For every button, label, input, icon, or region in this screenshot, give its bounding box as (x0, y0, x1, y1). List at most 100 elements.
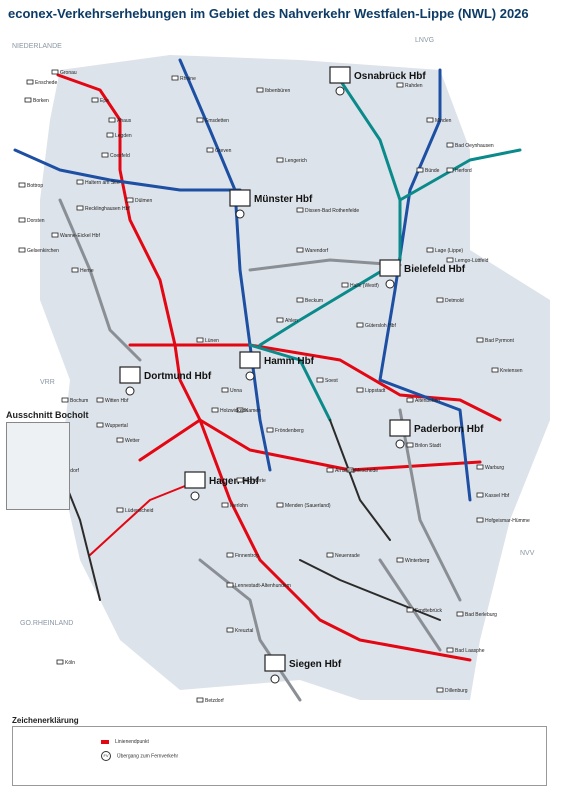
station-label: Köln (65, 660, 75, 666)
station-marker (396, 82, 404, 88)
station-marker (18, 247, 26, 253)
fv-transfer-icon (190, 491, 200, 501)
station-label: Hofgeismar-Hümme (485, 518, 530, 524)
station-marker (436, 297, 444, 303)
station-label: Wetter (125, 438, 140, 444)
station-marker (236, 407, 244, 413)
station-marker (18, 217, 26, 223)
hub-station-marker (184, 471, 206, 489)
station-label: Herne (80, 268, 94, 274)
station-marker (18, 182, 26, 188)
hub-label: Osnabrück Hbf (354, 71, 426, 82)
hub-label: Siegen Hbf (289, 659, 342, 670)
station-label: Kreuztal (235, 628, 253, 634)
rail-line (178, 58, 272, 472)
station-marker (426, 247, 434, 253)
station-marker (226, 627, 234, 633)
station-marker (206, 147, 214, 153)
rail-line (258, 78, 402, 347)
station-marker (256, 87, 264, 93)
station-marker (326, 467, 334, 473)
station-label: Lünen (205, 338, 219, 344)
station-label: Fröndenberg (275, 428, 304, 434)
station-marker (126, 197, 134, 203)
hub-station-marker (239, 351, 261, 369)
station-label: Borken (33, 98, 49, 104)
rail-line (128, 343, 502, 422)
inset-bocholt (6, 422, 70, 510)
station-marker (108, 117, 116, 123)
station-label: Gronau (60, 70, 77, 76)
map-title: econex-Verkehrserhebungen im Gebiet des … (8, 6, 529, 21)
station-marker (24, 97, 32, 103)
station-marker (196, 697, 204, 703)
station-marker (276, 157, 284, 163)
station-marker (26, 79, 34, 85)
station-label: Bottrop (27, 183, 43, 189)
legend-label-line-end: Linienendpunkt (115, 739, 149, 745)
station-label: Lage (Lippe) (435, 248, 463, 254)
station-label: Minden (435, 118, 452, 124)
rail-line (138, 418, 472, 662)
station-marker (406, 397, 414, 403)
station-label: Holzwickede (220, 408, 248, 414)
station-marker (296, 297, 304, 303)
station-marker (296, 247, 304, 253)
region-label: GO.RHEINLAND (20, 620, 73, 627)
station-label: Wuppertal (105, 423, 128, 429)
fv-transfer-icon (395, 439, 405, 449)
station-marker (171, 75, 179, 81)
station-label: Enschede (35, 80, 57, 86)
inset-title: Ausschnitt Bocholt (6, 410, 89, 420)
region-label: LNVG (415, 37, 434, 44)
station-label: Gütersloh Hbf (365, 323, 396, 329)
hub-station-marker (264, 654, 286, 672)
station-label: Ahlen (285, 318, 298, 324)
station-marker (91, 97, 99, 103)
station-label: Unna (230, 388, 242, 394)
station-label: Wanne-Eickel Hbf (60, 233, 100, 239)
rail-line (89, 479, 201, 556)
station-marker (76, 179, 84, 185)
station-marker (426, 117, 434, 123)
station-marker (416, 167, 424, 173)
station-label: Soest (325, 378, 338, 384)
station-label: Ibbenbüren (265, 88, 291, 94)
station-label: Lüdenscheid (125, 508, 154, 514)
station-label: Kassel Hbf (485, 493, 510, 499)
rail-line (248, 258, 402, 272)
station-label: Coesfeld (110, 153, 130, 159)
station-marker (276, 502, 284, 508)
rail-line (378, 68, 472, 502)
station-label: Haltern am See (85, 180, 120, 186)
station-label: Betzdorf (205, 698, 224, 704)
station-label: Rheine (180, 76, 196, 82)
station-label: Warendorf (305, 248, 329, 254)
station-label: Iserlohn (230, 503, 248, 509)
station-marker (226, 552, 234, 558)
region-label: NVV (520, 550, 535, 557)
station-marker (266, 427, 274, 433)
station-label: Kamen (245, 408, 261, 414)
line-end-swatch (101, 739, 109, 744)
station-marker (101, 152, 109, 158)
station-label: Greven (215, 148, 232, 154)
rail-line (58, 198, 142, 362)
fv-transfer-icon (385, 279, 395, 289)
station-label: Winterberg (405, 558, 430, 564)
station-marker (346, 467, 354, 473)
station-label: Menden (Sauerland) (285, 503, 331, 509)
station-marker (491, 367, 499, 373)
station-marker (456, 611, 464, 617)
station-marker (296, 207, 304, 213)
station-label: Bad Oeynhausen (455, 143, 494, 149)
station-marker (341, 282, 349, 288)
hub-label: Dortmund Hbf (144, 371, 212, 382)
station-marker (76, 205, 84, 211)
hub-label: Hamm Hbf (264, 356, 315, 367)
station-label: Lengerich (285, 158, 307, 164)
station-label: Altenbeken (415, 398, 440, 404)
station-marker (116, 437, 124, 443)
hub-label: Bielefeld Hbf (404, 264, 466, 275)
